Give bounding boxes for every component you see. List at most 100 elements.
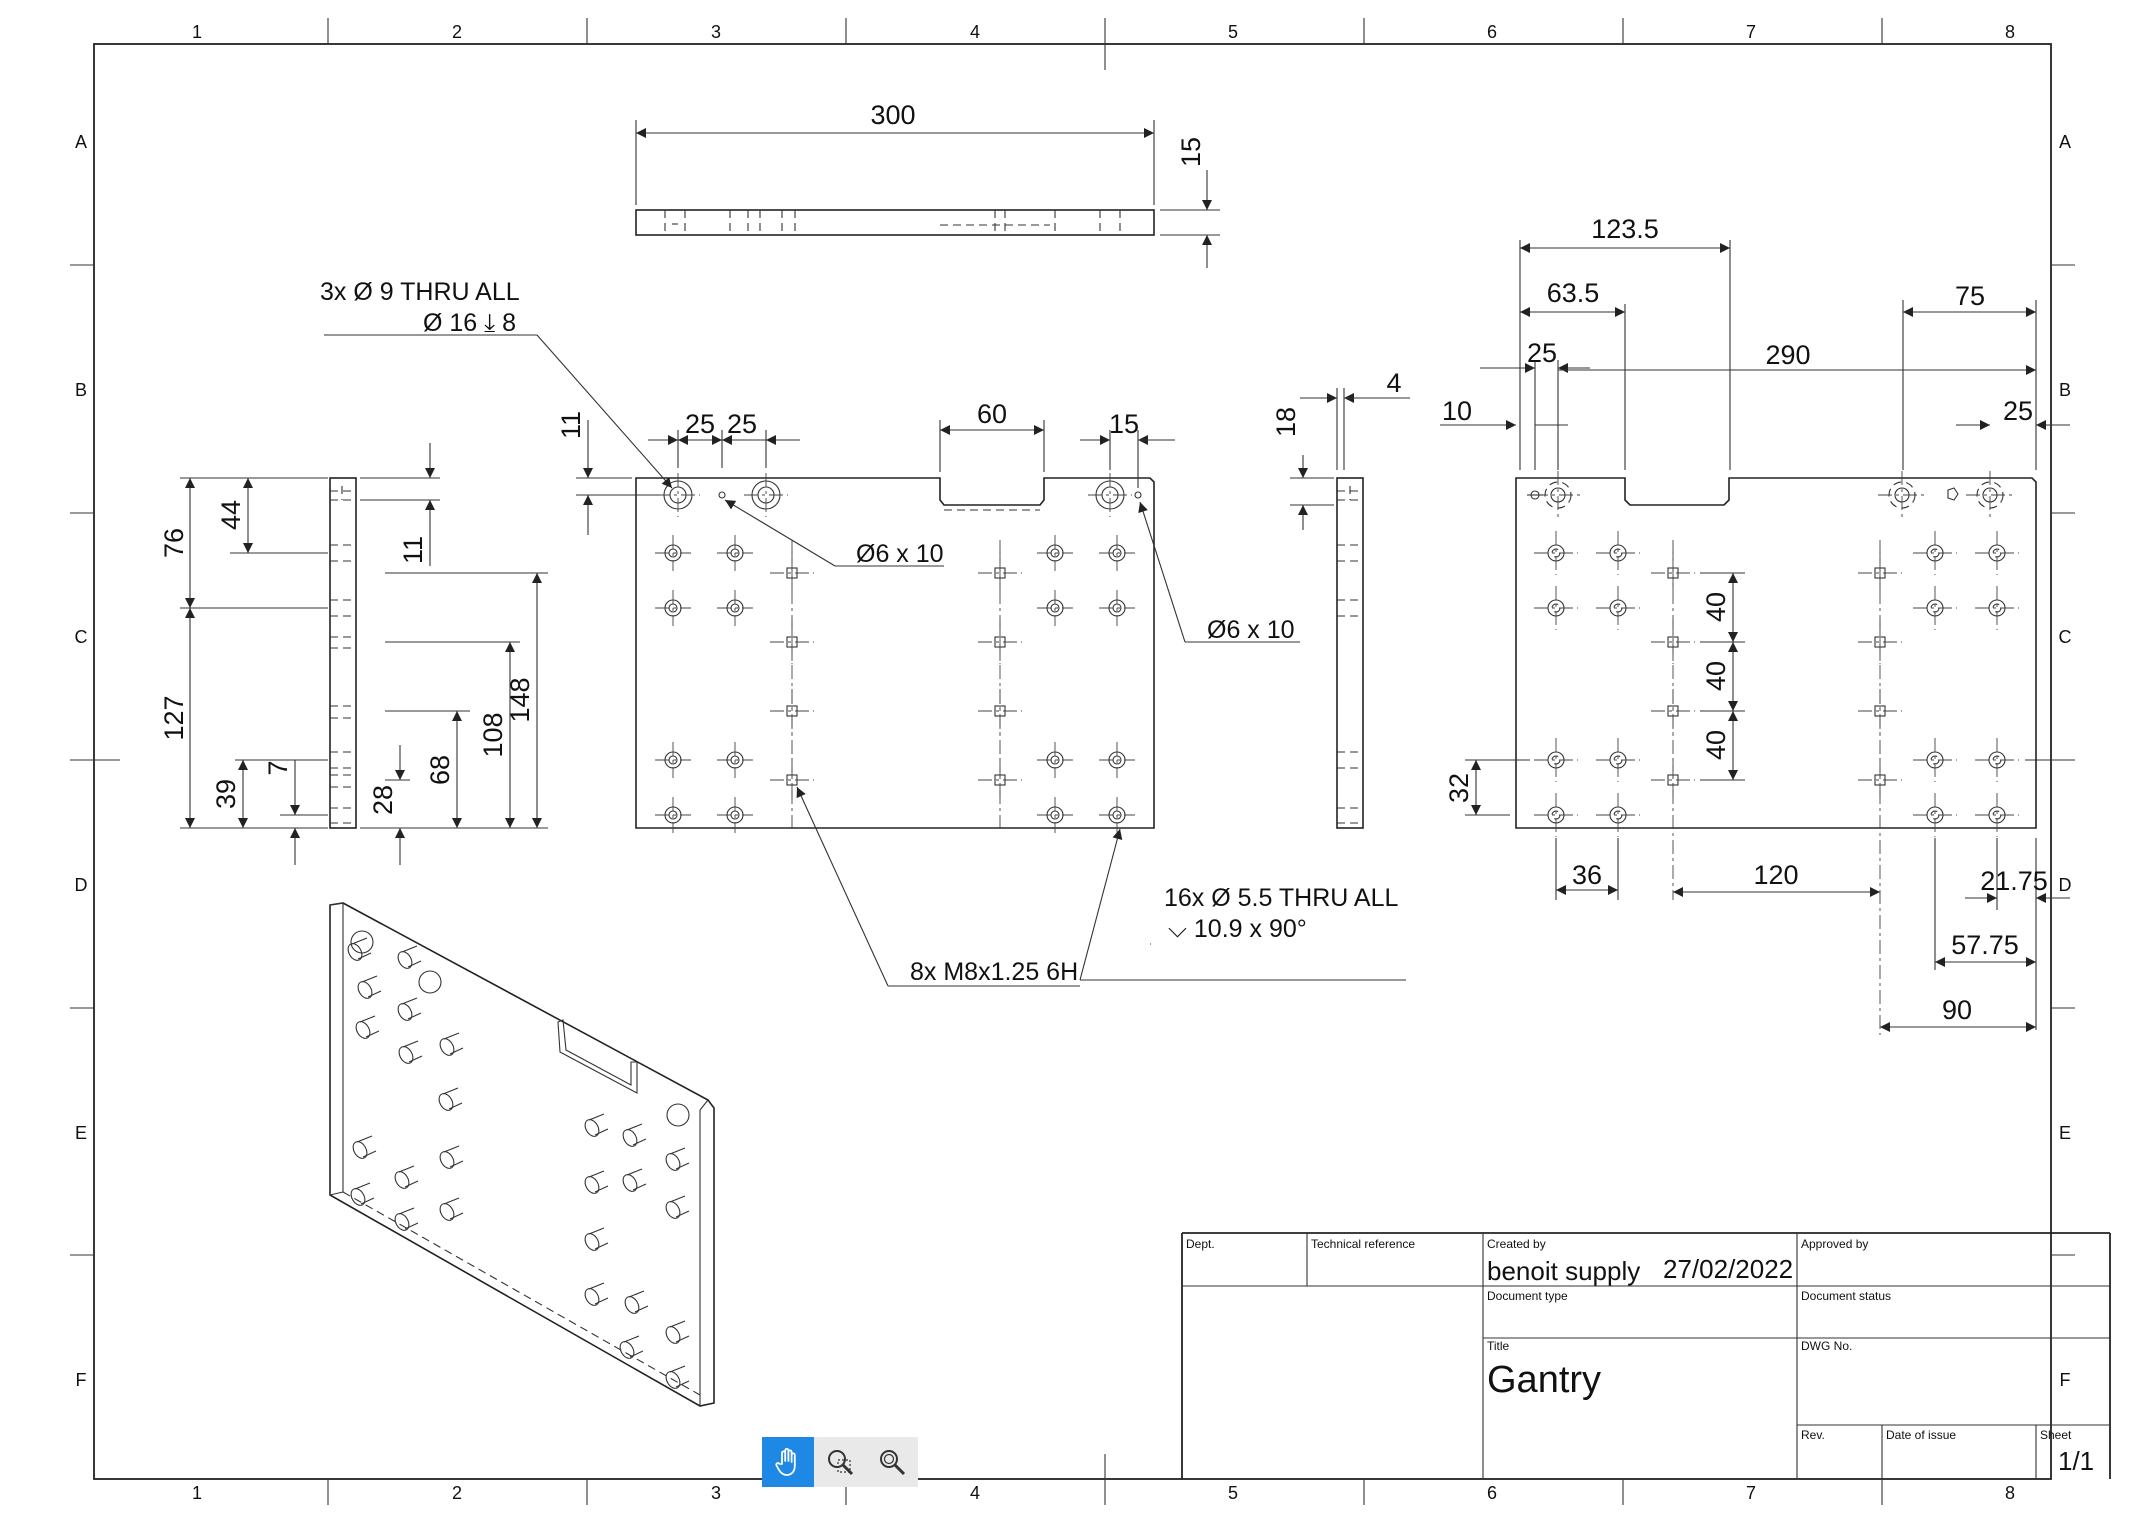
dim-rear-40c: 40 <box>1701 730 1731 760</box>
zone-col-3-bottom: 3 <box>711 1483 721 1503</box>
revision-label: Rev. <box>1801 1428 1825 1442</box>
zone-col-8-bottom: 8 <box>2005 1483 2015 1503</box>
zone-row-b-right: B <box>2059 380 2071 400</box>
dim-rear-90: 90 <box>1942 995 1972 1025</box>
zoom-region-icon <box>828 1450 854 1476</box>
dim-side-11: 11 <box>398 536 428 564</box>
dim-side-148: 148 <box>505 677 535 722</box>
zone-col-8-top: 8 <box>2005 22 2015 42</box>
date-of-issue-label: Date of issue <box>1886 1428 1956 1442</box>
dim-side-68: 68 <box>425 755 455 785</box>
callout-pin-left: Ø6 x 10 <box>856 540 944 568</box>
top-view: 300 15 <box>635 100 1220 268</box>
dim-rear-290: 290 <box>1765 340 1810 370</box>
dept-label: Dept. <box>1186 1237 1215 1251</box>
created-by-label: Created by <box>1487 1237 1546 1251</box>
narrow-side-view: 18 4 <box>1271 368 1410 829</box>
approved-by-label: Approved by <box>1801 1237 1868 1251</box>
title-label: Title <box>1487 1339 1510 1353</box>
left-view: 76 44 11 127 148 108 68 39 7 28 <box>159 443 548 865</box>
zone-col-2-top: 2 <box>452 22 462 42</box>
dim-side-127: 127 <box>159 695 189 740</box>
dim-rear-75: 75 <box>1955 281 1985 311</box>
dim-front-25a: 25 <box>685 409 715 439</box>
dim-thickness-15: 15 <box>1176 137 1206 167</box>
zone-row-c-right: C <box>2059 627 2072 647</box>
zoom-region-tool-button[interactable] <box>814 1437 866 1487</box>
zoom-tool-button[interactable] <box>866 1437 918 1487</box>
dim-side-39: 39 <box>211 779 241 809</box>
callout-counterbore-line1: 3x Ø 9 THRU ALL <box>320 278 520 306</box>
callout-thread: 8x M8x1.25 6H <box>910 958 1078 986</box>
callout-countersink-line2: ⌵ 10.9 x 90° <box>1168 915 1307 943</box>
zone-row-a-right: A <box>2059 132 2071 152</box>
sheet-label: Sheet <box>2040 1428 2072 1442</box>
dim-pin-4: 4 <box>1386 368 1401 398</box>
zone-row-b-left: B <box>75 380 87 400</box>
dim-rear-40a: 40 <box>1701 592 1731 622</box>
dim-rear-25a: 25 <box>1527 338 1557 368</box>
dim-rear-32: 32 <box>1444 773 1474 803</box>
callout-pin-right: Ø6 x 10 <box>1207 616 1295 644</box>
sheet-number: 1/1 <box>2058 1446 2094 1476</box>
zone-row-f-left: F <box>76 1370 87 1390</box>
isometric-view <box>329 902 715 1407</box>
zone-row-e-right: E <box>2059 1123 2071 1143</box>
zone-row-f-right: F <box>2060 1370 2071 1390</box>
zone-col-6-top: 6 <box>1487 22 1497 42</box>
dim-rear-123-5: 123.5 <box>1591 214 1659 244</box>
dim-slot-depth-18: 18 <box>1271 407 1301 437</box>
zone-col-3-top: 3 <box>711 22 721 42</box>
dim-side-7: 7 <box>263 760 293 775</box>
zone-col-2-bottom: 2 <box>452 1483 462 1503</box>
created-by-name: benoit supply <box>1487 1256 1640 1286</box>
drawing-title: Gantry <box>1487 1359 1601 1401</box>
zone-col-1-top: 1 <box>192 22 202 42</box>
viewer-toolbar <box>762 1437 918 1487</box>
dim-side-44: 44 <box>216 500 246 530</box>
dim-rear-63-5: 63.5 <box>1547 278 1600 308</box>
dim-slot-60: 60 <box>977 399 1007 429</box>
drawing-border: 1 2 3 4 5 6 7 8 1 2 3 4 5 6 7 8 A B C D … <box>70 18 2075 1505</box>
pan-tool-button[interactable] <box>762 1437 814 1487</box>
dim-side-108: 108 <box>478 712 508 757</box>
zone-row-c-left: C <box>75 627 88 647</box>
dim-front-25b: 25 <box>727 409 757 439</box>
title-block: Dept. Technical reference Created by ben… <box>1181 1232 2111 1479</box>
dim-pin-15: 15 <box>1109 409 1139 439</box>
dim-rear-25b: 25 <box>2003 396 2033 426</box>
dim-rear-10: 10 <box>1442 396 1472 426</box>
callout-countersink-line1: 16x Ø 5.5 THRU ALL <box>1164 884 1398 912</box>
dim-side-76: 76 <box>159 528 189 558</box>
zone-row-d-left: D <box>75 875 88 895</box>
dim-side-28: 28 <box>368 785 398 815</box>
dim-rear-40b: 40 <box>1701 661 1731 691</box>
front-view: 25 25 60 15 11 3x Ø 9 THRU ALL Ø 16 ⤓ 8 … <box>320 278 1406 987</box>
dim-width-300: 300 <box>870 100 915 130</box>
rear-view: 123.5 63.5 25 10 290 75 25 40 40 40 32 3… <box>1440 214 2070 1035</box>
zone-col-7-bottom: 7 <box>1746 1483 1756 1503</box>
zone-col-7-top: 7 <box>1746 22 1756 42</box>
hand-pan-icon <box>775 1448 796 1476</box>
zone-col-5-bottom: 5 <box>1228 1483 1238 1503</box>
dim-rear-36: 36 <box>1572 860 1602 890</box>
zone-col-1-bottom: 1 <box>192 1483 202 1503</box>
zoom-icon <box>880 1450 906 1476</box>
zone-col-4-bottom: 4 <box>970 1483 980 1503</box>
document-type-label: Document type <box>1487 1289 1568 1303</box>
zone-col-4-top: 4 <box>970 22 980 42</box>
dim-front-11: 11 <box>556 411 586 439</box>
zone-col-5-top: 5 <box>1228 22 1238 42</box>
created-date: 27/02/2022 <box>1663 1254 1793 1284</box>
document-status-label: Document status <box>1801 1289 1891 1303</box>
technical-reference-label: Technical reference <box>1311 1237 1415 1251</box>
dim-rear-21-75: 21.75 <box>1980 866 2048 896</box>
dim-rear-57-75: 57.75 <box>1951 930 2019 960</box>
zone-col-6-bottom: 6 <box>1487 1483 1497 1503</box>
zone-row-d-right: D <box>2059 875 2072 895</box>
dim-rear-120: 120 <box>1753 860 1798 890</box>
zone-row-e-left: E <box>75 1123 87 1143</box>
zone-row-a-left: A <box>75 132 87 152</box>
callout-counterbore-line2: Ø 16 ⤓ 8 <box>423 309 516 337</box>
